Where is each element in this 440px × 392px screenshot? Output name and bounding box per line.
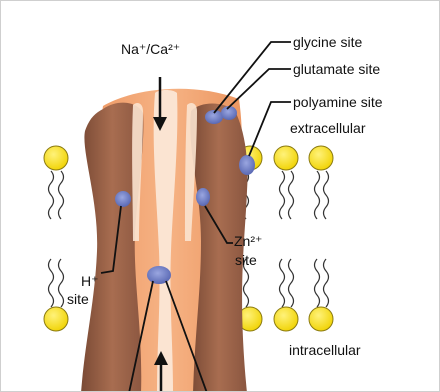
lipid-tail xyxy=(59,259,64,307)
lipid-tail xyxy=(280,259,285,307)
extracellular-label: extracellular xyxy=(290,120,366,136)
lipid-head xyxy=(309,146,333,170)
lipid-head xyxy=(274,307,298,331)
ions-top-label: Na⁺/Ca²⁺ xyxy=(121,41,180,57)
lipid-tail xyxy=(324,259,329,307)
zn-binding-site xyxy=(196,188,210,206)
lipid-head xyxy=(44,146,68,170)
lipid-tail xyxy=(49,259,54,307)
lipid-tail xyxy=(289,171,294,219)
lipid-tail xyxy=(49,171,54,219)
polyamine-site-label: polyamine site xyxy=(293,94,383,110)
nmda-channel xyxy=(81,89,255,392)
lipid-tail xyxy=(280,171,285,219)
mg-pore-site xyxy=(147,266,171,284)
lipid-tail xyxy=(59,171,64,219)
lipid-tail xyxy=(315,171,320,219)
h-site-label-2: site xyxy=(67,291,89,307)
glutamate-site-label: glutamate site xyxy=(293,61,380,77)
lipid-tail xyxy=(289,259,294,307)
zn-site-label-2: site xyxy=(235,252,257,268)
zn-site-label: Zn²⁺ xyxy=(234,233,262,249)
h-site-label: H⁺ xyxy=(81,273,99,289)
membrane-left xyxy=(44,146,68,331)
polyamine-binding-site xyxy=(239,155,255,175)
lipid-head xyxy=(44,307,68,331)
lipid-tail xyxy=(324,171,329,219)
glycine-site-label: glycine site xyxy=(293,34,362,50)
lipid-head xyxy=(309,307,333,331)
lipid-head xyxy=(274,146,298,170)
h-binding-site xyxy=(115,191,131,207)
lipid-tail xyxy=(315,259,320,307)
intracellular-label: intracellular xyxy=(289,342,361,358)
